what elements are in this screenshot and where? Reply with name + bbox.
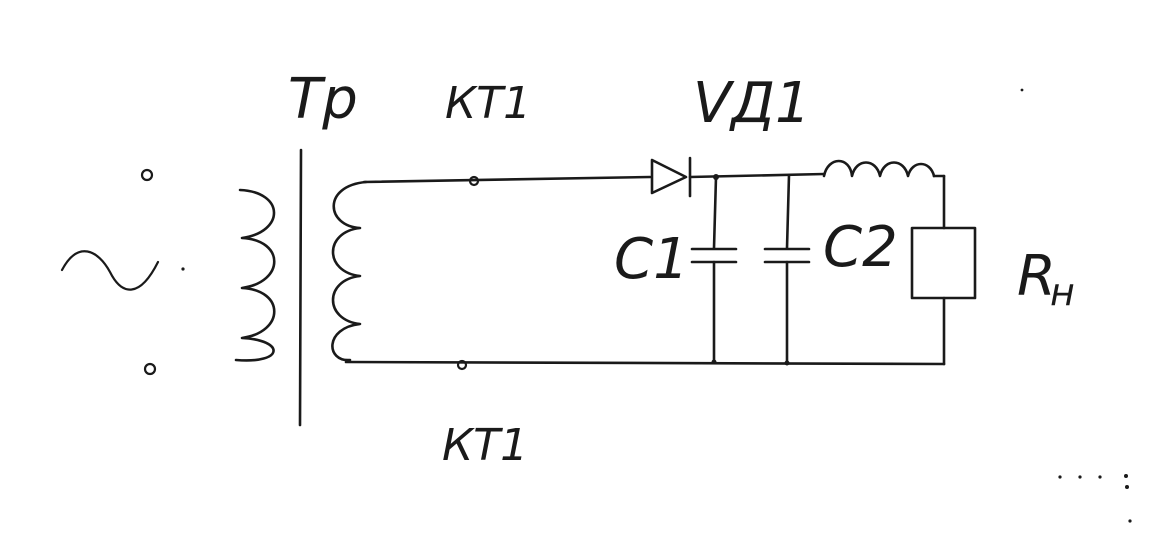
transformer-label: Тр — [288, 67, 358, 132]
bottom-wire — [344, 360, 946, 366]
stray-marks — [1020, 88, 1132, 523]
transformer-primary-winding — [234, 188, 276, 362]
test-point-top-label: КТ1 — [445, 78, 531, 129]
diode-label: VД1 — [693, 71, 811, 136]
capacitor-c2-label: С2 — [823, 215, 898, 280]
test-point-top-node — [468, 175, 480, 187]
capacitor-c1-label: С1 — [614, 227, 689, 292]
inductor-coil — [822, 159, 936, 178]
dot-mark — [181, 267, 185, 271]
transformer-secondary-winding — [331, 180, 368, 362]
test-point-bottom-node — [456, 359, 468, 371]
source-terminal-top — [140, 168, 154, 182]
transformer-core — [298, 148, 303, 427]
test-point-bottom-label: КТ1 — [442, 420, 528, 471]
source-terminal-bottom — [143, 362, 157, 376]
sine-wave-icon — [60, 250, 160, 291]
load-resistor-label: R — [1017, 244, 1056, 309]
top-wire-left — [362, 175, 652, 184]
ac-source — [60, 168, 185, 376]
load-resistor-symbol — [910, 174, 977, 366]
junction-dot-bottom-2 — [784, 360, 790, 366]
load-resistor-subscript: н — [1050, 270, 1075, 314]
diode-symbol — [650, 156, 692, 198]
top-wire-right — [688, 172, 826, 179]
capacitor-c2-symbol — [763, 173, 811, 364]
junction-dot-bottom-1 — [711, 359, 717, 365]
capacitor-c1-symbol — [690, 175, 738, 364]
